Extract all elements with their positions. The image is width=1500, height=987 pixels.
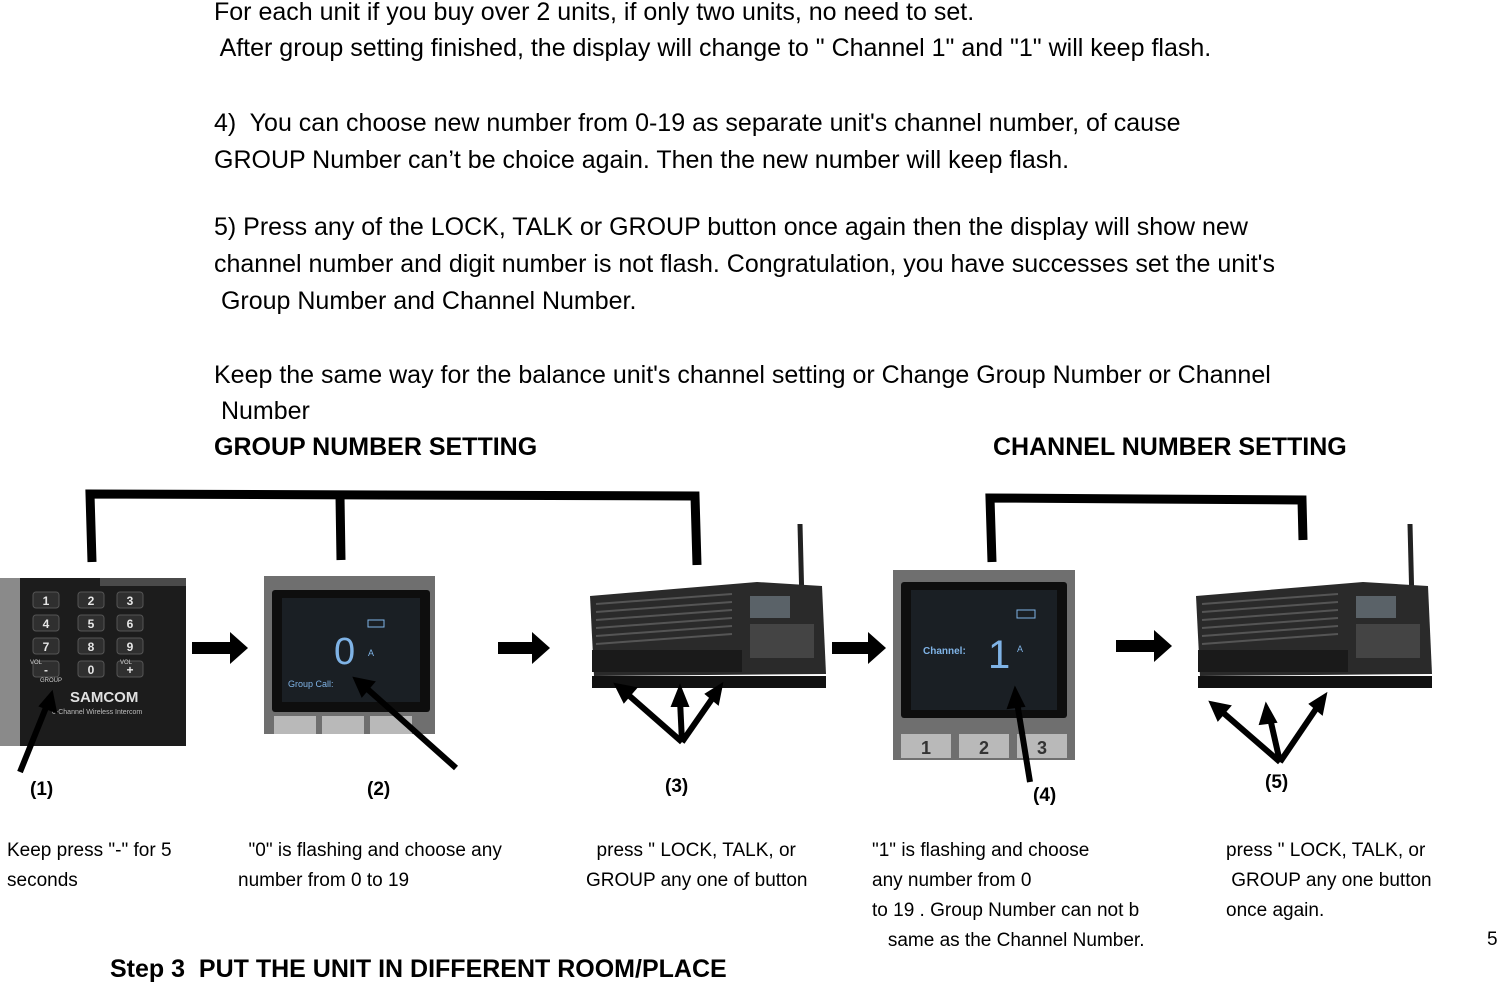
- caption-3-line2: GROUP any one of button: [586, 870, 808, 891]
- caption-4-line3: to 19 . Group Number can not b: [872, 900, 1140, 921]
- step-number-1: (1): [30, 779, 54, 800]
- group-key-label: GROUP: [40, 678, 62, 684]
- caption-4-line4: same as the Channel Number.: [872, 930, 1145, 951]
- brand-sub-label: 0-Channel Wireless Intercom: [52, 709, 142, 716]
- key-6: 6: [127, 617, 134, 631]
- intercom-photo-1: [590, 523, 826, 688]
- channel-display-a: A: [1017, 644, 1023, 654]
- caption-5-line3: once again.: [1226, 900, 1325, 921]
- setup-diagram: 1 2 3 4 5 6 7 8 9 - 0 + VOL GROUP VOL SA…: [0, 489, 1432, 783]
- key-2: 2: [88, 594, 95, 608]
- key-7: 7: [43, 640, 50, 654]
- caption-4-line2: any number from 0: [872, 870, 1032, 891]
- page-number: 5: [1487, 929, 1498, 950]
- key-3: 3: [127, 594, 134, 608]
- key-plus: +: [126, 663, 133, 677]
- para4-line1: Keep the same way for the balance unit's…: [214, 361, 1271, 389]
- step-number-3: (3): [665, 776, 689, 797]
- group-bracket: [85, 489, 702, 566]
- step-number-5: (5): [1265, 772, 1289, 793]
- group-display-photo: 0 A Group Call:: [264, 576, 435, 734]
- channel-display-digit: 1: [988, 633, 1010, 677]
- vol-minus-label: VOL: [30, 660, 43, 666]
- para1-line2: After group setting finished, the displa…: [214, 34, 1212, 62]
- step-3-heading: Step 3 PUT THE UNIT IN DIFFERENT ROOM/PL…: [110, 955, 727, 983]
- step-number-4: (4): [1033, 785, 1057, 806]
- display-key-3: 3: [1037, 738, 1047, 758]
- intercom-photo-2: [1196, 523, 1432, 688]
- para3-line2: channel number and digit number is not f…: [214, 250, 1275, 278]
- caption-2-line1: "0" is flashing and choose any: [238, 840, 502, 861]
- para3-line3: Group Number and Channel Number.: [214, 287, 637, 315]
- caption-1-line2: seconds: [7, 870, 78, 891]
- right-arrow-icon: [1116, 630, 1172, 662]
- display-key-2: 2: [979, 738, 989, 758]
- right-arrow-icons: [192, 630, 1172, 664]
- caption-1-line1: Keep press "-" for 5: [7, 840, 172, 861]
- para3-line1: 5) Press any of the LOCK, TALK or GROUP …: [214, 213, 1248, 241]
- key-8: 8: [88, 640, 95, 654]
- brand-label: SAMCOM: [70, 689, 138, 706]
- caption-2-line2: number from 0 to 19: [238, 870, 410, 891]
- caption-5-line2: GROUP any one button: [1226, 870, 1432, 891]
- vol-plus-label: VOL: [120, 660, 133, 666]
- pointer-arrow-icons: [17, 676, 1328, 783]
- channel-setting-heading: CHANNEL NUMBER SETTING: [993, 433, 1347, 461]
- caption-5-line1: press " LOCK, TALK, or: [1226, 840, 1426, 861]
- group-display-a: A: [368, 648, 374, 658]
- caption-3-line1: press " LOCK, TALK, or: [586, 840, 796, 861]
- key-5: 5: [88, 617, 95, 631]
- right-arrow-icon: [498, 632, 550, 664]
- channel-bracket: [985, 493, 1308, 563]
- para4-line2: Number: [214, 397, 310, 425]
- group-setting-heading: GROUP NUMBER SETTING: [214, 433, 538, 461]
- group-display-label: Group Call:: [288, 679, 334, 689]
- channel-display-label: Channel:: [923, 646, 966, 657]
- channel-display-photo: 1 A Channel: 1 2 3: [893, 570, 1075, 760]
- para1-line1: For each unit if you buy over 2 units, i…: [214, 0, 975, 26]
- display-key-1: 1: [921, 738, 931, 758]
- para2-line1: 4) You can choose new number from 0-19 a…: [214, 109, 1181, 137]
- right-arrow-icon: [192, 632, 248, 664]
- right-arrow-icon: [832, 632, 886, 664]
- key-9: 9: [127, 640, 134, 654]
- para2-line2: GROUP Number can’t be choice again. Then…: [214, 146, 1070, 174]
- key-1: 1: [43, 594, 50, 608]
- key-minus: -: [44, 663, 48, 677]
- keypad-photo: 1 2 3 4 5 6 7 8 9 - 0 + VOL GROUP VOL SA…: [0, 578, 186, 746]
- key-0: 0: [88, 663, 95, 677]
- step-number-2: (2): [367, 779, 391, 800]
- key-4: 4: [43, 617, 50, 631]
- caption-4-line1: "1" is flashing and choose: [872, 840, 1090, 861]
- group-display-digit: 0: [334, 631, 355, 673]
